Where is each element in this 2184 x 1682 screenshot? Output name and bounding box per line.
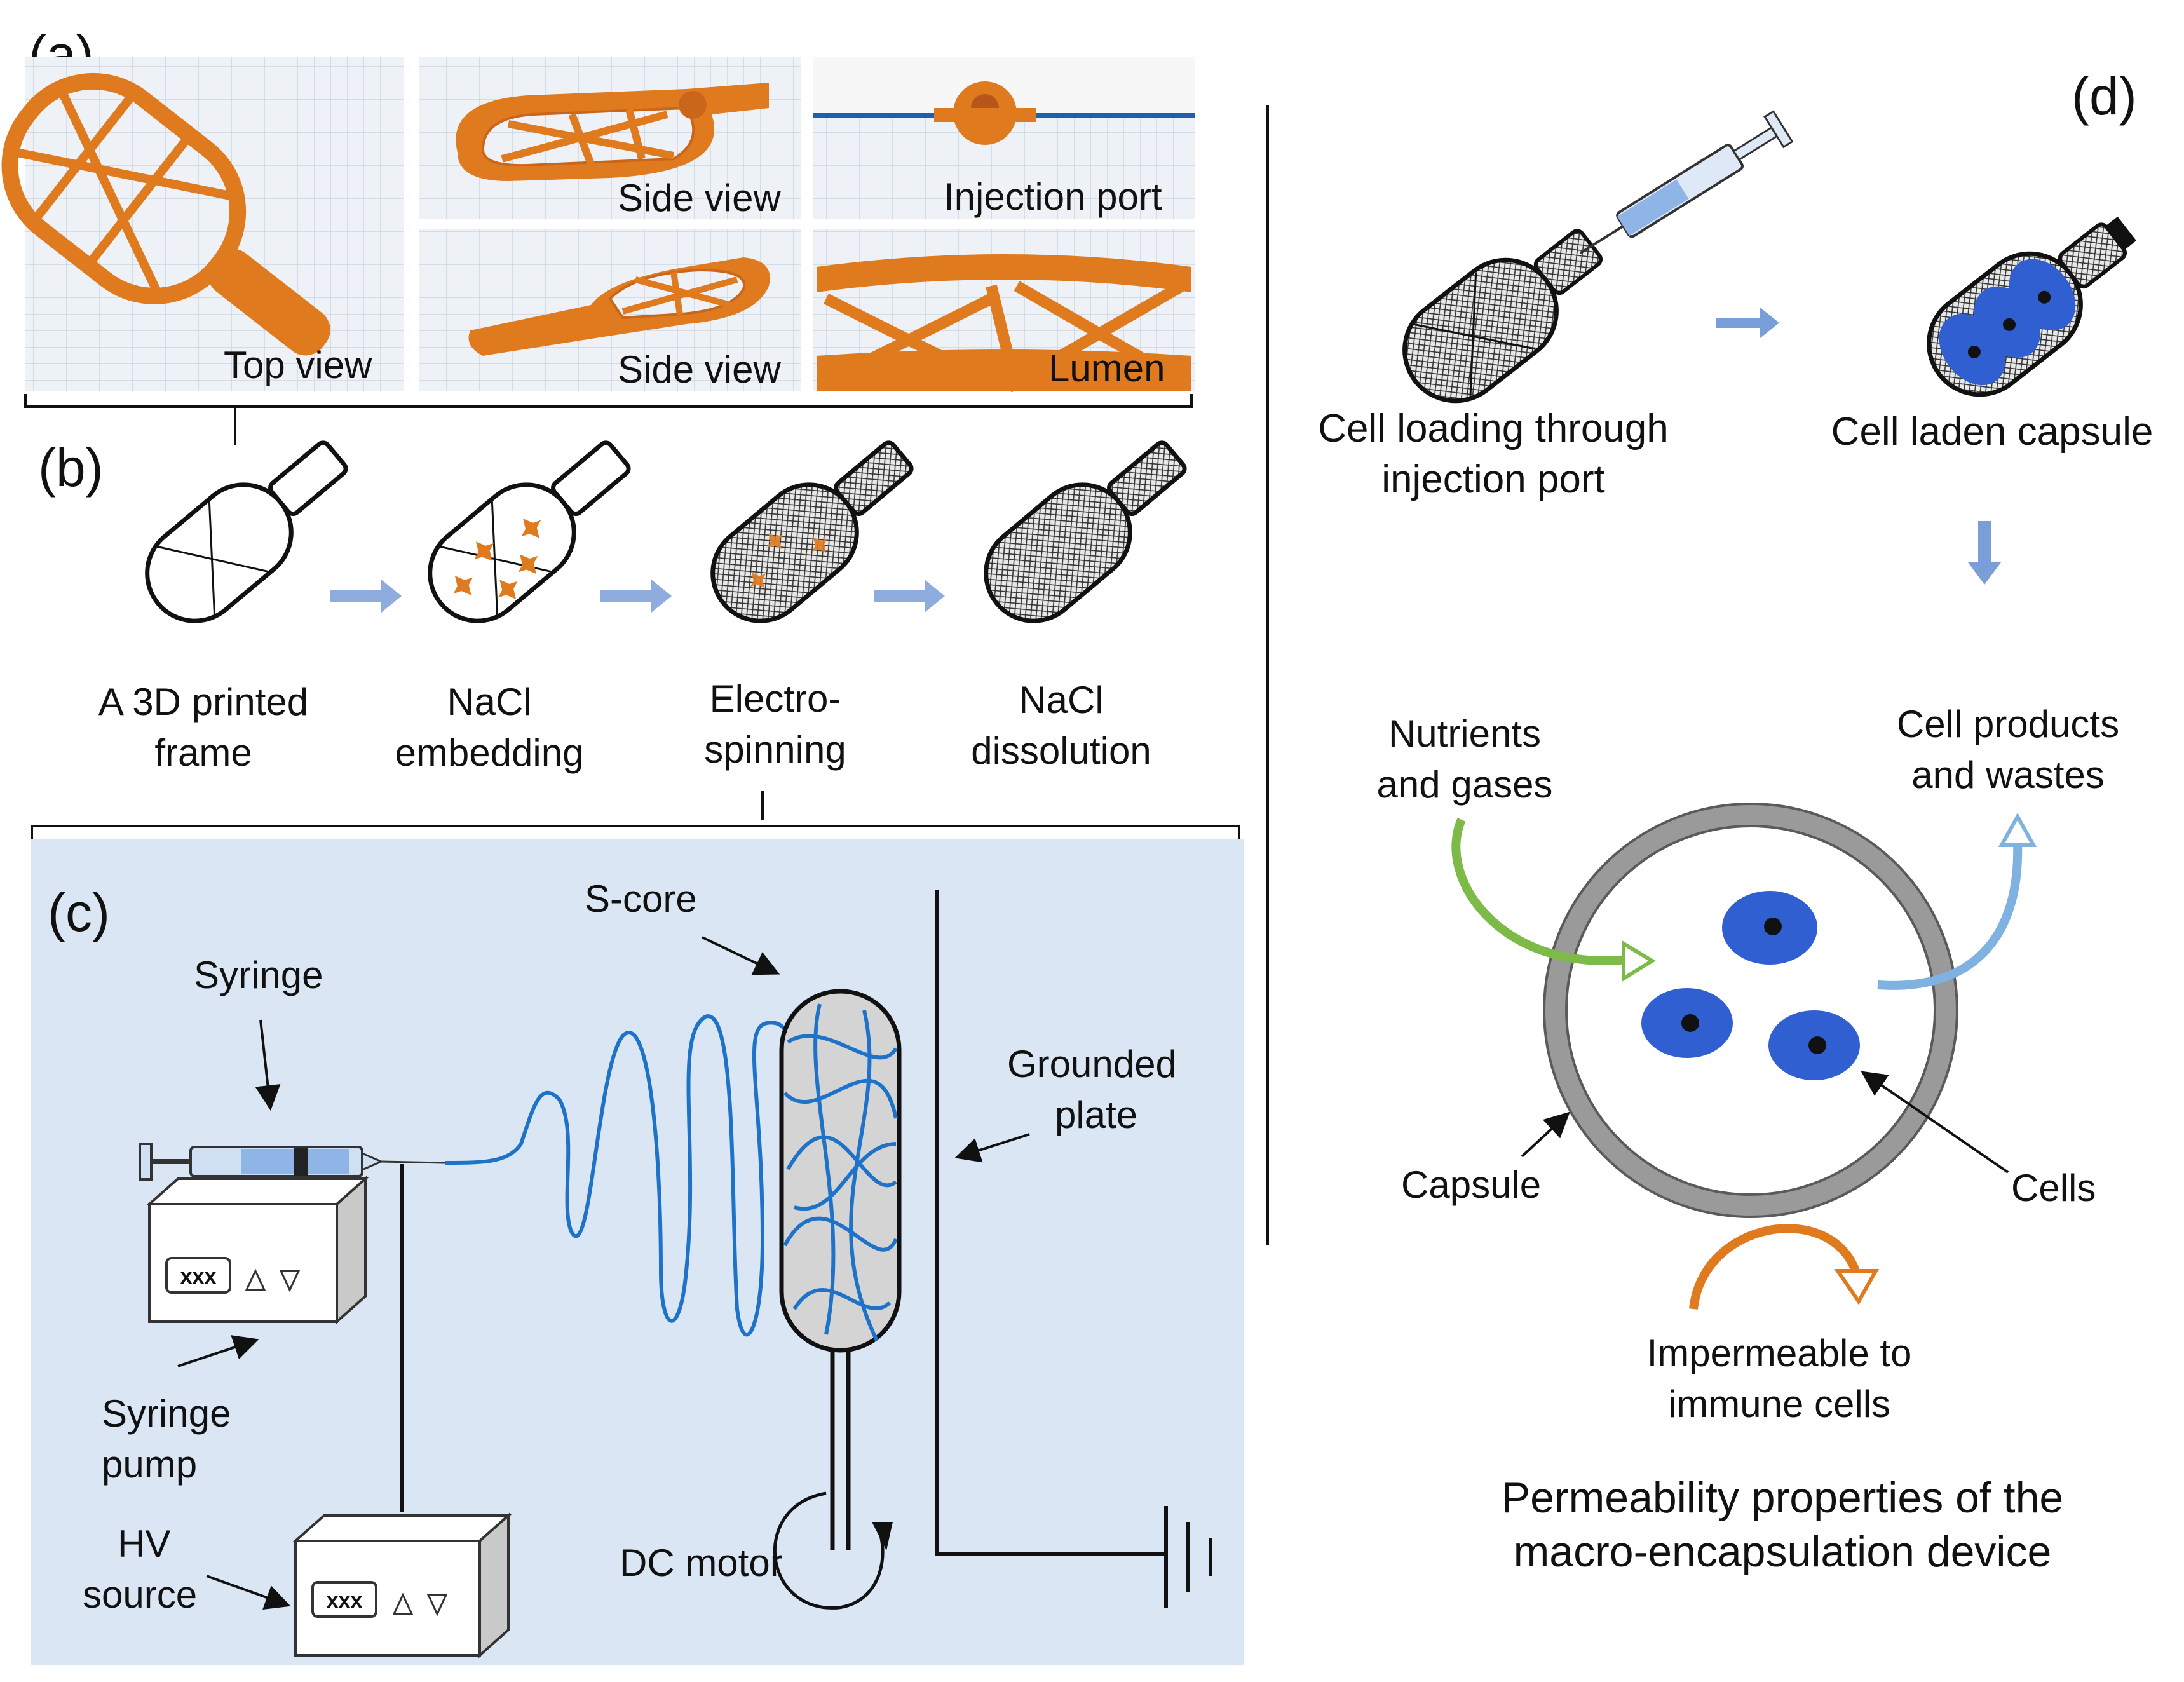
hv-source-image: xxx xyxy=(292,1512,512,1658)
label-products-1: Cell products xyxy=(1897,703,2119,745)
arrow-syringe xyxy=(255,1019,281,1111)
caption-2: macro-encapsulation device xyxy=(1514,1528,2052,1576)
view-label-side-2: Side view xyxy=(618,348,781,391)
label-grounded-2: plate xyxy=(1055,1094,1137,1136)
label-grounded-1: Grounded xyxy=(1007,1043,1177,1085)
nutrients-arrow xyxy=(1451,818,1627,965)
step-label-3-line2: spinning xyxy=(704,728,846,771)
step-label-2-line1: NaCl xyxy=(447,681,531,723)
capsule-cells-image xyxy=(1927,216,2137,397)
label-nutrients-1: Nutrients xyxy=(1388,712,1541,755)
capsule-final xyxy=(984,440,1187,623)
label-loading-1: Cell loading through xyxy=(1318,407,1669,451)
rotation-arrow-icon xyxy=(773,1491,885,1610)
products-arrow xyxy=(1877,841,2023,990)
step-labels-b: A 3D printed frame NaCl embedding Electr… xyxy=(98,677,1151,774)
syringe-pump-image: xxx xyxy=(146,1176,369,1325)
s-core-collector xyxy=(779,989,902,1550)
label-s-core: S-core xyxy=(585,878,697,920)
label-hv-1: HV xyxy=(118,1523,170,1565)
syringe-small-image xyxy=(1579,110,1794,254)
panel-a-injection-port-tile: Injection port xyxy=(813,57,1195,219)
panel-c-letter: (c) xyxy=(48,883,110,942)
panel-b-letter: (b) xyxy=(38,438,104,498)
syringe-image xyxy=(139,1143,445,1181)
arrow-cells xyxy=(1861,1071,2009,1174)
step-label-4-line2: dissolution xyxy=(971,729,1151,772)
capsule-frame-nacl xyxy=(428,440,631,623)
grounded-plate xyxy=(935,890,1212,1608)
hv-display-text: xxx xyxy=(327,1589,363,1613)
view-label-lumen: Lumen xyxy=(1048,347,1165,390)
panel-a-top-view-tile: Top view xyxy=(1,57,404,391)
label-cells: Cells xyxy=(2011,1167,2096,1209)
step-label-4-line1: NaCl xyxy=(1019,679,1103,721)
arrow-down-d xyxy=(1968,521,2001,585)
label-impermeable-1: Impermeable to xyxy=(1647,1332,1912,1374)
caption-1: Permeability properties of the xyxy=(1502,1474,2063,1522)
label-nutrients-2: and gases xyxy=(1377,763,1553,806)
step-label-2-line2: embedding xyxy=(395,731,584,774)
capsule-electrospun xyxy=(710,440,914,623)
pump-display-text: xxx xyxy=(180,1265,217,1289)
label-hv-2: source xyxy=(83,1573,197,1616)
label-loading-2: injection port xyxy=(1381,458,1605,501)
label-products-2: and wastes xyxy=(1911,754,2105,796)
impermeable-arrow xyxy=(1689,1224,1860,1310)
label-capsule: Capsule xyxy=(1401,1163,1541,1206)
label-pump-1: Syringe xyxy=(102,1392,231,1435)
scaffold-frame-top-image xyxy=(1,72,330,356)
panel-d-letter: (d) xyxy=(2072,66,2137,126)
process-arrows-b xyxy=(330,580,945,613)
view-label-top: Top view xyxy=(224,344,372,386)
arrow-right-d xyxy=(1716,308,1779,338)
label-impermeable-2: immune cells xyxy=(1668,1383,1890,1425)
panel-a-lumen-tile: Lumen xyxy=(813,229,1195,393)
label-pump-2: pump xyxy=(102,1443,197,1486)
arrow-pump xyxy=(177,1335,259,1367)
arrow-hv xyxy=(206,1575,291,1610)
view-label-injection-port: Injection port xyxy=(944,175,1162,218)
capsule-frame-empty xyxy=(145,440,348,623)
panel-a-side-view-tile-2: Side view xyxy=(419,229,801,391)
panel-a-side-view-tile-1: Side view xyxy=(419,57,801,219)
capsule-loading-image xyxy=(1402,229,1603,404)
bracket-a xyxy=(24,394,1193,445)
arrow-capsule xyxy=(1521,1111,1570,1158)
label-laden: Cell laden capsule xyxy=(1831,410,2153,454)
label-dc-motor: DC motor xyxy=(620,1542,783,1584)
label-syringe: Syringe xyxy=(194,954,323,996)
step-label-3-line1: Electro- xyxy=(710,677,841,720)
view-label-side-1: Side view xyxy=(618,177,781,219)
cells-in-capsule xyxy=(1641,891,1860,1080)
step-label-1-line1: A 3D printed xyxy=(98,681,308,723)
arrow-s-core xyxy=(702,936,780,975)
arrow-grounded xyxy=(954,1133,1030,1163)
step-label-1-line2: frame xyxy=(154,731,252,774)
capsule-cross-section xyxy=(1543,803,1958,1218)
